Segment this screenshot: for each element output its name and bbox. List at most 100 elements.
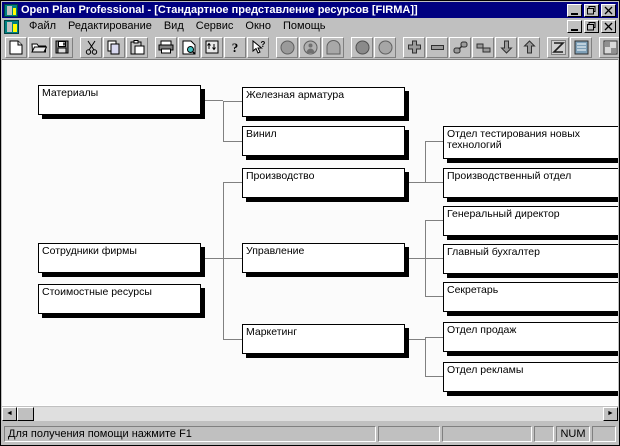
svg-text:?: ?	[260, 40, 265, 49]
connector-line	[425, 376, 444, 377]
status-num-indicator: NUM	[556, 426, 590, 442]
layout-grid-button[interactable]	[599, 36, 619, 58]
circle-person-button[interactable]	[299, 36, 321, 58]
light-circle-button[interactable]	[374, 36, 396, 58]
open-folder-button[interactable]	[28, 36, 50, 58]
diagram-node[interactable]: Железная арматура	[242, 87, 405, 117]
plus-button[interactable]	[403, 36, 425, 58]
diagram-node[interactable]: Генеральный директор	[443, 206, 618, 236]
connector-line	[223, 101, 224, 142]
scroll-thumb[interactable]	[17, 406, 34, 421]
document-icon[interactable]	[4, 19, 19, 34]
diagram-node[interactable]: Производство	[242, 168, 405, 198]
diagram-node[interactable]: Сотрудники фирмы	[38, 243, 201, 273]
menu-item-window[interactable]: Окно	[245, 20, 271, 32]
cut-button[interactable]	[80, 36, 102, 58]
diagram-node-label: Железная арматура	[246, 89, 345, 101]
diagram-node-label: Винил	[246, 128, 277, 140]
menu-bar: Файл Редактирование Вид Сервис Окно Помо…	[2, 18, 618, 35]
paste-button[interactable]	[126, 36, 148, 58]
minimize-button[interactable]	[567, 3, 582, 17]
diagram-node-label: Маркетинг	[246, 326, 298, 338]
diagram-node-label: Отдел рекламы	[447, 364, 524, 376]
menu-item-tools[interactable]: Сервис	[195, 20, 234, 32]
connector-line	[223, 101, 242, 102]
sort-updown-button[interactable]	[201, 36, 223, 58]
diagram-node[interactable]: Секретарь	[443, 282, 618, 312]
menu-item-edit[interactable]: Редактирование	[68, 20, 152, 32]
menu-item-help[interactable]: Помощь	[282, 20, 326, 32]
child-restore-button[interactable]	[584, 20, 599, 33]
print-button[interactable]	[155, 36, 177, 58]
connector-line	[223, 182, 224, 339]
menu-item-file[interactable]: Файл	[29, 20, 57, 32]
status-bar: Для получения помощи нажмите F1 NUM	[2, 423, 618, 445]
status-message: Для получения помощи нажмите F1	[4, 426, 376, 442]
child-close-button[interactable]	[601, 20, 616, 33]
diagram-node[interactable]: Стоимостные ресурсы	[38, 284, 201, 314]
arrow-question-button[interactable]: ?	[247, 36, 269, 58]
diagram-node-label: Отдел тестирования новых технологий	[447, 128, 581, 151]
diagram-node-label: Стоимостные ресурсы	[42, 286, 152, 298]
scroll-track[interactable]	[17, 406, 603, 421]
status-panel-4	[592, 426, 616, 442]
status-panel-2	[442, 426, 532, 442]
connector-line	[425, 337, 444, 338]
arrow-up-button[interactable]	[518, 36, 540, 58]
connector-line	[425, 296, 444, 297]
question-mark-button[interactable]: ?	[224, 36, 246, 58]
rounded-square-button[interactable]	[322, 36, 344, 58]
diagram-node[interactable]: Винил	[242, 126, 405, 156]
connector-line	[223, 141, 242, 142]
step-level-button[interactable]	[472, 36, 494, 58]
connector-line	[223, 182, 242, 183]
connector-line	[425, 141, 426, 183]
diagram-node-label: Производственный отдел	[447, 170, 572, 182]
diagram-node-label: Управление	[246, 245, 305, 257]
svg-text:?: ?	[232, 40, 239, 55]
diagram-node[interactable]: Отдел продаж	[443, 322, 618, 352]
new-document-button[interactable]	[5, 36, 27, 58]
connector-line	[425, 220, 444, 221]
document-grid-button[interactable]	[570, 36, 592, 58]
connector-line	[409, 258, 425, 259]
menu-item-view[interactable]: Вид	[163, 20, 184, 32]
status-panel-3	[534, 426, 554, 442]
connector-line	[409, 339, 425, 340]
diagram-node[interactable]: Отдел рекламы	[443, 362, 618, 392]
connector-line	[205, 100, 223, 101]
connector-line	[223, 258, 242, 259]
horizontal-scrollbar[interactable]: ◄ ►	[2, 405, 618, 421]
diagram-node-label: Генеральный директор	[447, 208, 560, 220]
diagram-node[interactable]: Управление	[242, 243, 405, 273]
arrow-down-button[interactable]	[495, 36, 517, 58]
child-minimize-button[interactable]	[567, 20, 582, 33]
scroll-left-arrow-icon[interactable]: ◄	[2, 406, 17, 421]
connector-line	[425, 337, 426, 377]
print-preview-button[interactable]	[178, 36, 200, 58]
minus-button[interactable]	[426, 36, 448, 58]
close-button[interactable]	[601, 3, 616, 17]
diagram-node[interactable]: Маркетинг	[242, 324, 405, 354]
connector-line	[223, 339, 242, 340]
restore-button[interactable]	[584, 3, 599, 17]
window-title: Open Plan Professional - [Стандартное пр…	[21, 4, 418, 16]
diagram-node-label: Главный бухгалтер	[447, 246, 540, 258]
scroll-right-arrow-icon[interactable]: ►	[603, 406, 618, 421]
dark-circle-button[interactable]	[351, 36, 373, 58]
filled-circle-button[interactable]	[276, 36, 298, 58]
diagram-node[interactable]: Главный бухгалтер	[443, 244, 618, 274]
title-bar[interactable]: Open Plan Professional - [Стандартное пр…	[2, 2, 618, 18]
save-document-button[interactable]	[51, 36, 73, 58]
child-window-controls	[567, 20, 616, 33]
diagram-node[interactable]: Производственный отдел	[443, 168, 618, 198]
copy-button[interactable]	[103, 36, 125, 58]
connector-line	[205, 258, 223, 259]
diagram-node[interactable]: Отдел тестирования новых технологий	[443, 126, 618, 159]
chain-link-button[interactable]	[449, 36, 471, 58]
diagram-node[interactable]: Материалы	[38, 85, 201, 115]
z-shape-button[interactable]	[547, 36, 569, 58]
